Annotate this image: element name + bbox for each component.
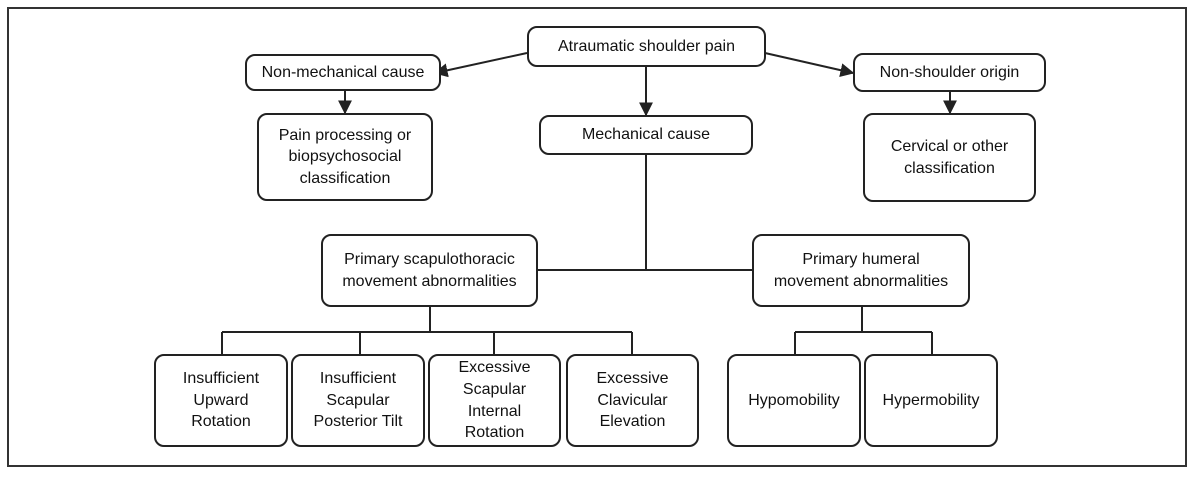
node-non-mechanical-cause: Non-mechanical cause xyxy=(245,54,441,91)
node-excessive-clavicular-elevation: Excessive Clavicular Elevation xyxy=(566,354,699,447)
node-insufficient-posterior-tilt: Insufficient Scapular Posterior Tilt xyxy=(291,354,425,447)
node-atraumatic-shoulder-pain: Atraumatic shoulder pain xyxy=(527,26,766,67)
node-mechanical-cause: Mechanical cause xyxy=(539,115,753,155)
node-non-shoulder-origin: Non-shoulder origin xyxy=(853,53,1046,92)
diagram-frame xyxy=(7,7,1187,467)
arrow-root-to-non-shoulder xyxy=(764,52,855,78)
arrow-root-to-non-mechanical xyxy=(433,52,528,78)
node-hypermobility: Hypermobility xyxy=(864,354,998,447)
node-excessive-internal-rotation: Excessive Scapular Internal Rotation xyxy=(428,354,561,447)
node-primary-scapulothoracic: Primary scapulothoracic movement abnorma… xyxy=(321,234,538,307)
node-cervical-classification: Cervical or other classification xyxy=(863,113,1036,202)
node-primary-humeral: Primary humeral movement abnormalities xyxy=(752,234,970,307)
node-hypomobility: Hypomobility xyxy=(727,354,861,447)
node-pain-processing: Pain processing or biopsychosocial class… xyxy=(257,113,433,201)
node-insufficient-upward-rotation: Insufficient Upward Rotation xyxy=(154,354,288,447)
